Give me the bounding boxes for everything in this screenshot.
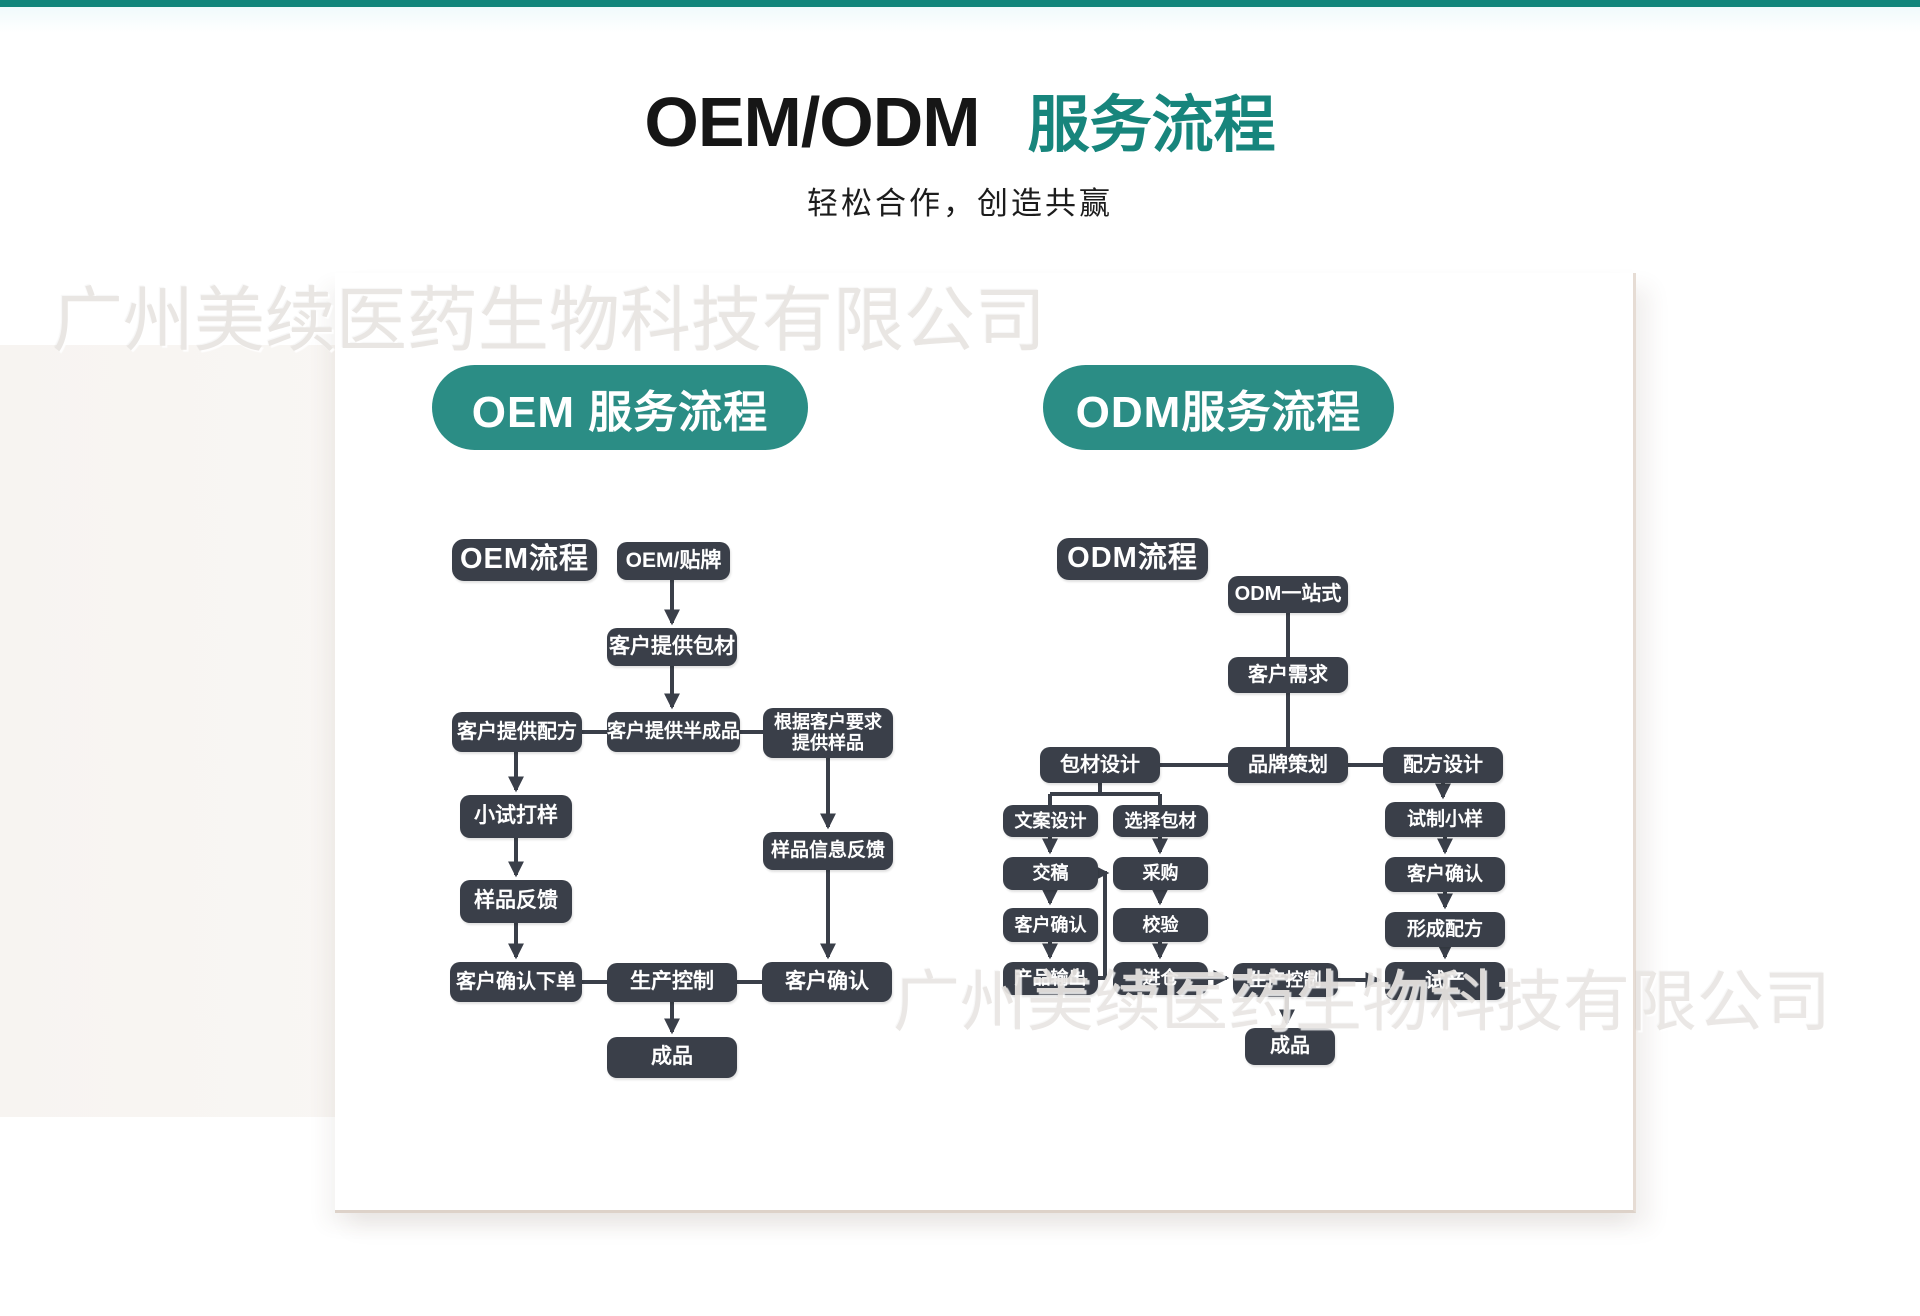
flow-node-oem-confirm-order: 客户确认下单 xyxy=(450,962,582,1002)
flow-node-odm-form-formula: 形成配方 xyxy=(1385,912,1505,947)
title-oem-odm: OEM/ODM xyxy=(644,83,980,161)
flow-node-odm-product-out: 产品输出 xyxy=(1003,962,1098,995)
flow-node-oem-pilot: 小试打样 xyxy=(460,795,572,838)
flow-node-odm-start: ODM一站式 xyxy=(1228,576,1348,613)
flow-node-oem-start: OEM/贴牌 xyxy=(617,542,730,580)
connector-lines xyxy=(508,580,1453,1035)
flow-node-odm-finished: 成品 xyxy=(1245,1028,1335,1065)
flow-node-oem-production: 生产控制 xyxy=(607,963,737,1002)
flow-node-odm-demand: 客户需求 xyxy=(1228,657,1348,693)
flow-node-oem-feedback: 样品反馈 xyxy=(460,880,572,923)
flow-node-oem-confirm: 客户确认 xyxy=(762,962,892,1002)
flow-node-odm-warehouse: 进仓 xyxy=(1113,962,1208,995)
flow-node-odm-confirm-right: 客户确认 xyxy=(1385,857,1505,892)
top-accent-bar xyxy=(0,0,1920,7)
pill-odm-service-flow: ODM服务流程 xyxy=(1043,365,1394,450)
page-title: OEM/ODM 服务流程 xyxy=(0,74,1920,164)
flow-node-odm-check: 校验 xyxy=(1113,908,1208,942)
title-service-flow: 服务流程 xyxy=(1027,91,1276,160)
pill-oem-service-flow: OEM 服务流程 xyxy=(432,365,808,450)
flow-node-odm-submit: 交稿 xyxy=(1003,857,1098,890)
flow-node-oem-semi: 客户提供半成品 xyxy=(607,712,740,752)
flow-node-odm-pkg-design: 包材设计 xyxy=(1040,747,1160,783)
flow-node-oem-formula: 客户提供配方 xyxy=(452,712,582,752)
flow-node-odm-copy-design: 文案设计 xyxy=(1003,805,1098,837)
flow-node-oem-sample-info: 样品信息反馈 xyxy=(763,832,893,870)
flow-node-odm-brand: 品牌策划 xyxy=(1228,747,1348,783)
flow-node-odm-trial: 试产 xyxy=(1385,962,1505,1000)
flow-node-odm-purchase: 采购 xyxy=(1113,857,1208,890)
diagram-card: OEM 服务流程 ODM服务流程 OEM流程 OEM/贴牌 客户提供包材 客户提… xyxy=(335,273,1636,1213)
flow-badge-oem: OEM流程 xyxy=(452,539,597,581)
flow-node-odm-confirm-left: 客户确认 xyxy=(1003,908,1098,942)
top-gradient xyxy=(0,7,1920,33)
flow-node-oem-pkg: 客户提供包材 xyxy=(607,628,737,666)
page-subtitle: 轻松合作，创造共赢 xyxy=(807,186,1113,221)
flow-node-odm-formula-design: 配方设计 xyxy=(1383,747,1503,783)
flow-node-oem-finished: 成品 xyxy=(607,1037,737,1078)
flow-badge-odm: ODM流程 xyxy=(1057,538,1208,580)
flow-node-oem-sample-req: 根据客户要求 提供样品 xyxy=(763,708,893,758)
flow-node-odm-choose-pkg: 选择包材 xyxy=(1113,805,1208,837)
flow-node-odm-trial-sample: 试制小样 xyxy=(1385,802,1505,837)
flow-node-odm-production: 生产控制 xyxy=(1233,963,1338,997)
